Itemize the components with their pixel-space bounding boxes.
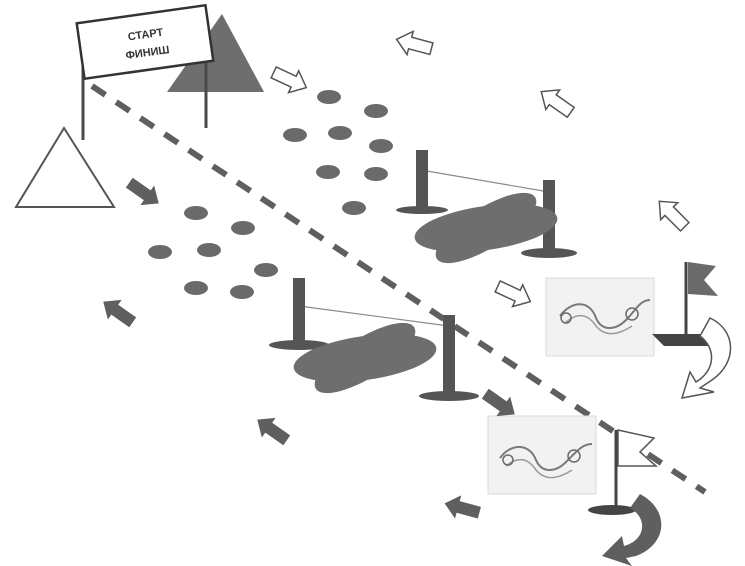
white-triangle-cone-icon: [16, 128, 114, 207]
puck-icon: [317, 90, 341, 104]
direction-arrow-icon: [122, 173, 165, 213]
puck-icon: [328, 126, 352, 140]
puck-icon: [364, 167, 388, 181]
puck-icon: [184, 281, 208, 295]
puck-icon: [342, 201, 366, 215]
puck-icon: [230, 285, 254, 299]
rope-photo-icon: [488, 416, 596, 494]
puck-icon: [283, 128, 307, 142]
lower-puck-group: [148, 206, 278, 299]
direction-arrow-icon: [534, 82, 577, 122]
puck-icon: [148, 245, 172, 259]
turn-arrow-icon: [682, 318, 731, 398]
hurdle-with-airplane-icon: [396, 150, 577, 276]
turn-arrow-icon: [602, 494, 661, 566]
puck-icon: [231, 221, 255, 235]
upper-puck-group: [283, 90, 393, 215]
hurdle-with-airplane-icon: [269, 278, 479, 406]
direction-arrow-icon: [250, 410, 293, 450]
direction-arrow-icon: [269, 62, 312, 99]
direction-arrow-icon: [442, 492, 483, 524]
direction-arrow-icon: [96, 292, 139, 332]
puck-icon: [316, 165, 340, 179]
puck-icon: [369, 139, 393, 153]
rope-photo-icon: [546, 278, 654, 356]
puck-icon: [197, 243, 221, 257]
puck-icon: [184, 206, 208, 220]
direction-arrow-icon: [493, 276, 536, 313]
puck-icon: [364, 104, 388, 118]
direction-arrow-icon: [651, 193, 693, 235]
direction-arrow-icon: [394, 28, 435, 60]
puck-icon: [254, 263, 278, 277]
